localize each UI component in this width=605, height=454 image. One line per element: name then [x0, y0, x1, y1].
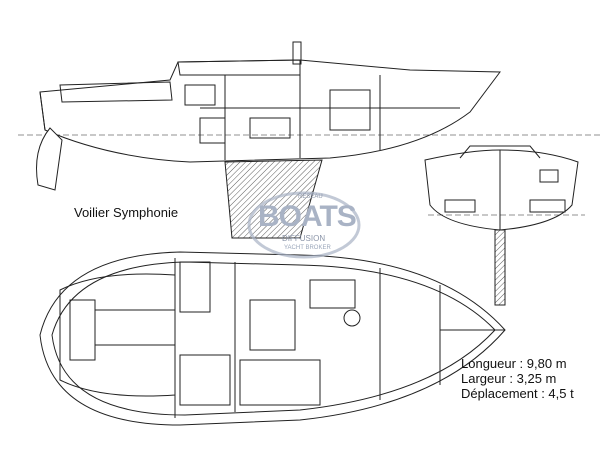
boat-name-label: Voilier Symphonie	[74, 205, 179, 220]
watermark-logo: RESEAU BOATS DIFFUSION YACHT BROKER	[248, 194, 360, 254]
watermark-top-text: RESEAU	[298, 194, 323, 200]
section-view	[424, 145, 585, 306]
watermark-sub-text: DIFFUSION	[282, 234, 326, 243]
specifications: Longueur : 9,80 m Largeur : 3,25 m Dépla…	[461, 356, 574, 401]
length-spec: Longueur : 9,80 m	[461, 356, 567, 371]
displacement-spec: Déplacement : 4,5 t	[461, 386, 574, 401]
watermark-sub2-text: YACHT BROKER	[284, 245, 331, 251]
watermark-ring	[247, 191, 361, 259]
watermark-main-text: BOATS	[258, 200, 357, 233]
plan-view	[39, 251, 506, 426]
beam-spec: Largeur : 3,25 m	[461, 371, 557, 386]
